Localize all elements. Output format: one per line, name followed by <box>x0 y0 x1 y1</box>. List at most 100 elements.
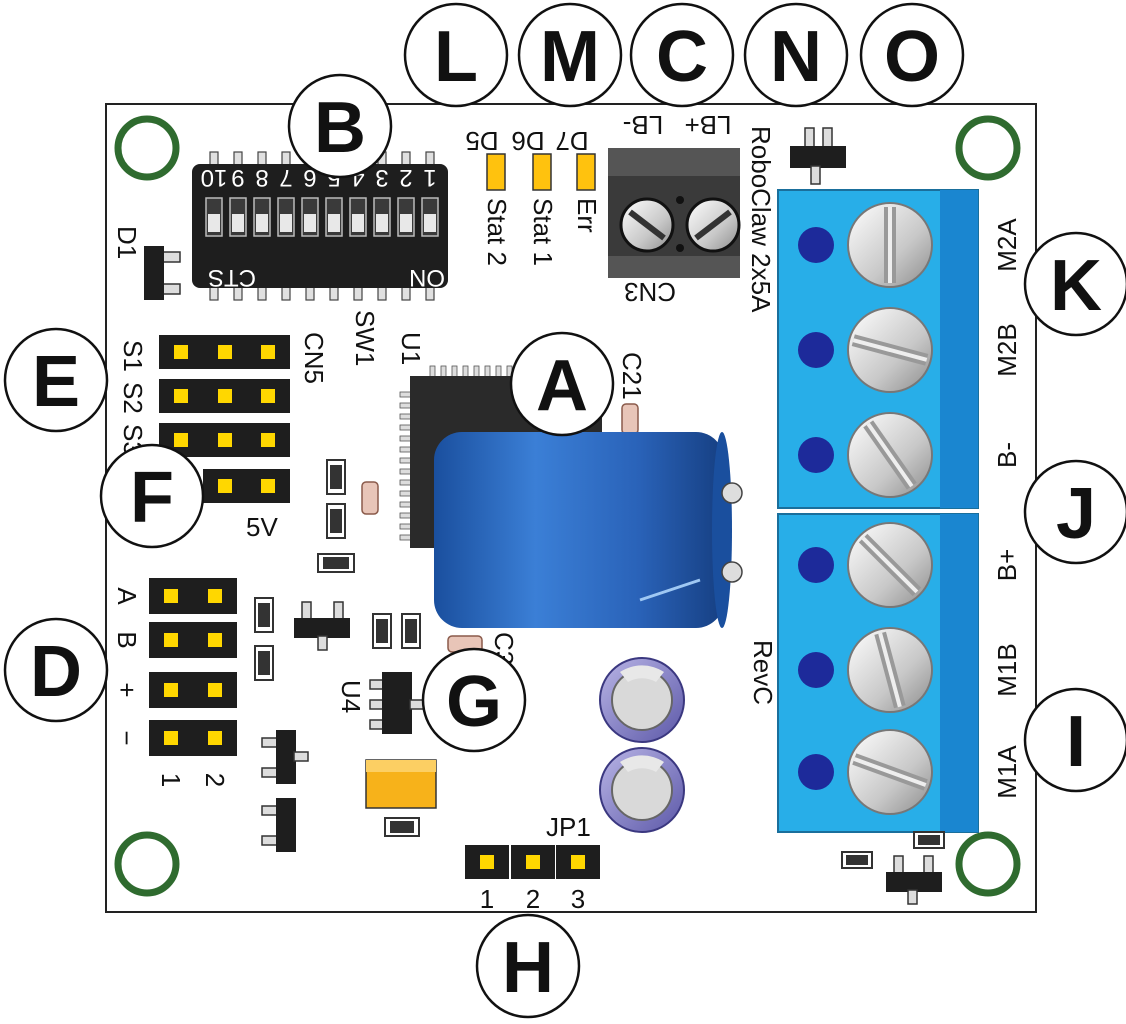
dip-number: 1 <box>423 164 436 191</box>
sw1-label: SW1 <box>350 310 380 366</box>
transistor-left-2 <box>261 798 296 852</box>
callout-letter: C <box>656 17 708 97</box>
callout-i <box>1023 687 1126 793</box>
terminal-label: B- <box>992 442 1022 468</box>
encoder-label: B <box>112 631 142 648</box>
terminal-hole <box>798 547 834 583</box>
callout-a <box>509 331 615 437</box>
tantalum-capacitor <box>365 759 437 809</box>
dip-number: 2 <box>399 164 412 191</box>
regulator-u4 <box>369 672 425 734</box>
u4-label: U4 <box>336 680 366 713</box>
callout-letter: A <box>536 346 588 426</box>
callout-letter: J <box>1056 474 1096 554</box>
rc-s2-label: S2 <box>118 382 148 414</box>
terminal-hole <box>798 332 834 368</box>
encoder-label: − <box>112 730 142 745</box>
dip-number: 8 <box>255 164 268 191</box>
c21-component <box>621 403 639 435</box>
callout-j <box>1023 459 1126 565</box>
header-top-small <box>790 127 846 185</box>
d1-label: D1 <box>112 226 142 259</box>
terminal-hole <box>798 227 834 263</box>
transistor-left-1 <box>261 730 309 784</box>
diode-d1 <box>144 246 181 300</box>
jp1-pin-number: 3 <box>571 884 585 914</box>
revision-label: RevC <box>748 640 778 705</box>
callout-o <box>859 2 965 108</box>
callout-d <box>3 617 109 723</box>
electrolytic-cap-2 <box>599 747 685 833</box>
logic-battery-connector: LB- LB+ CN3 <box>608 110 741 307</box>
callout-b <box>287 73 393 179</box>
encoder-col-label: 1 <box>156 773 186 787</box>
transistor-center <box>294 601 350 651</box>
callout-letter: H <box>502 928 554 1008</box>
callout-letter: D <box>30 632 82 712</box>
rc-header-cn5 <box>159 335 290 503</box>
callout-letter: K <box>1050 246 1102 326</box>
lb-neg-label: LB- <box>623 110 663 140</box>
smd-passives <box>254 459 945 869</box>
terminal-label: M1B <box>992 643 1022 696</box>
callout-letter: I <box>1066 702 1086 782</box>
callout-h <box>475 913 581 1019</box>
dip-toggle-knob <box>256 214 268 232</box>
5v-label: 5V <box>246 512 278 542</box>
electrolytic-cap-1 <box>599 657 685 743</box>
c21-label: C21 <box>617 352 647 400</box>
callout-letter: F <box>130 458 174 538</box>
dip-number: 3 <box>375 164 388 191</box>
led-d7-ref: D7 <box>555 126 588 156</box>
encoder-label: + <box>112 682 142 697</box>
u1-label: U1 <box>396 332 426 365</box>
dip-toggle-knob <box>376 214 388 232</box>
led-stat2-label: Stat 2 <box>482 198 512 266</box>
cn5-label: CN5 <box>299 332 329 384</box>
terminal-label: M2A <box>992 218 1022 272</box>
mount-hole-bottom-right <box>955 831 1021 897</box>
callout-letter: E <box>32 342 80 422</box>
led-stat1-label: Stat 1 <box>528 198 558 266</box>
encoder-col-label: 2 <box>200 773 230 787</box>
led-d7 <box>576 153 596 191</box>
callout-f <box>99 443 205 549</box>
dip-on-label: ON <box>409 264 445 291</box>
callout-letter: M <box>540 17 600 97</box>
led-d5-ref: D5 <box>465 126 498 156</box>
terminal-hole <box>798 437 834 473</box>
dip-toggle-knob <box>424 214 436 232</box>
dip-toggle-knob <box>328 214 340 232</box>
board-model-label: RoboClaw 2x5A <box>746 126 776 313</box>
callout-letter: G <box>446 662 502 742</box>
callout-letter: N <box>770 17 822 97</box>
terminal-label: M2B <box>992 323 1022 376</box>
callout-c <box>629 2 735 108</box>
led-d6 <box>532 153 552 191</box>
dip-toggle-knob <box>280 214 292 232</box>
callout-letter: O <box>884 17 940 97</box>
dip-number: 9 <box>231 164 244 191</box>
led-d6-ref: D6 <box>511 126 544 156</box>
led-err-label: Err <box>572 198 602 233</box>
status-leds: D5 D6 D7 Stat 2 Stat 1 Err <box>465 126 602 266</box>
callout-l <box>403 2 509 108</box>
jp1-pin-number: 2 <box>526 884 540 914</box>
dip-number: 10 <box>201 164 228 191</box>
dip-toggle-knob <box>208 214 220 232</box>
dip-toggle-knob <box>352 214 364 232</box>
callout-n <box>743 2 849 108</box>
callout-letter: L <box>434 17 478 97</box>
dip-number: 7 <box>279 164 292 191</box>
cn3-label: CN3 <box>624 277 676 307</box>
terminal-hole <box>798 652 834 688</box>
terminal-label: B+ <box>992 549 1022 582</box>
bulk-capacitor <box>434 432 743 628</box>
encoder-header <box>149 578 237 756</box>
terminal-label: M1A <box>992 745 1022 799</box>
rc-s1-label: S1 <box>118 340 148 372</box>
jp1-label: JP1 <box>546 812 591 842</box>
mount-hole-top-right <box>955 115 1021 181</box>
jumper-jp1 <box>465 845 600 879</box>
